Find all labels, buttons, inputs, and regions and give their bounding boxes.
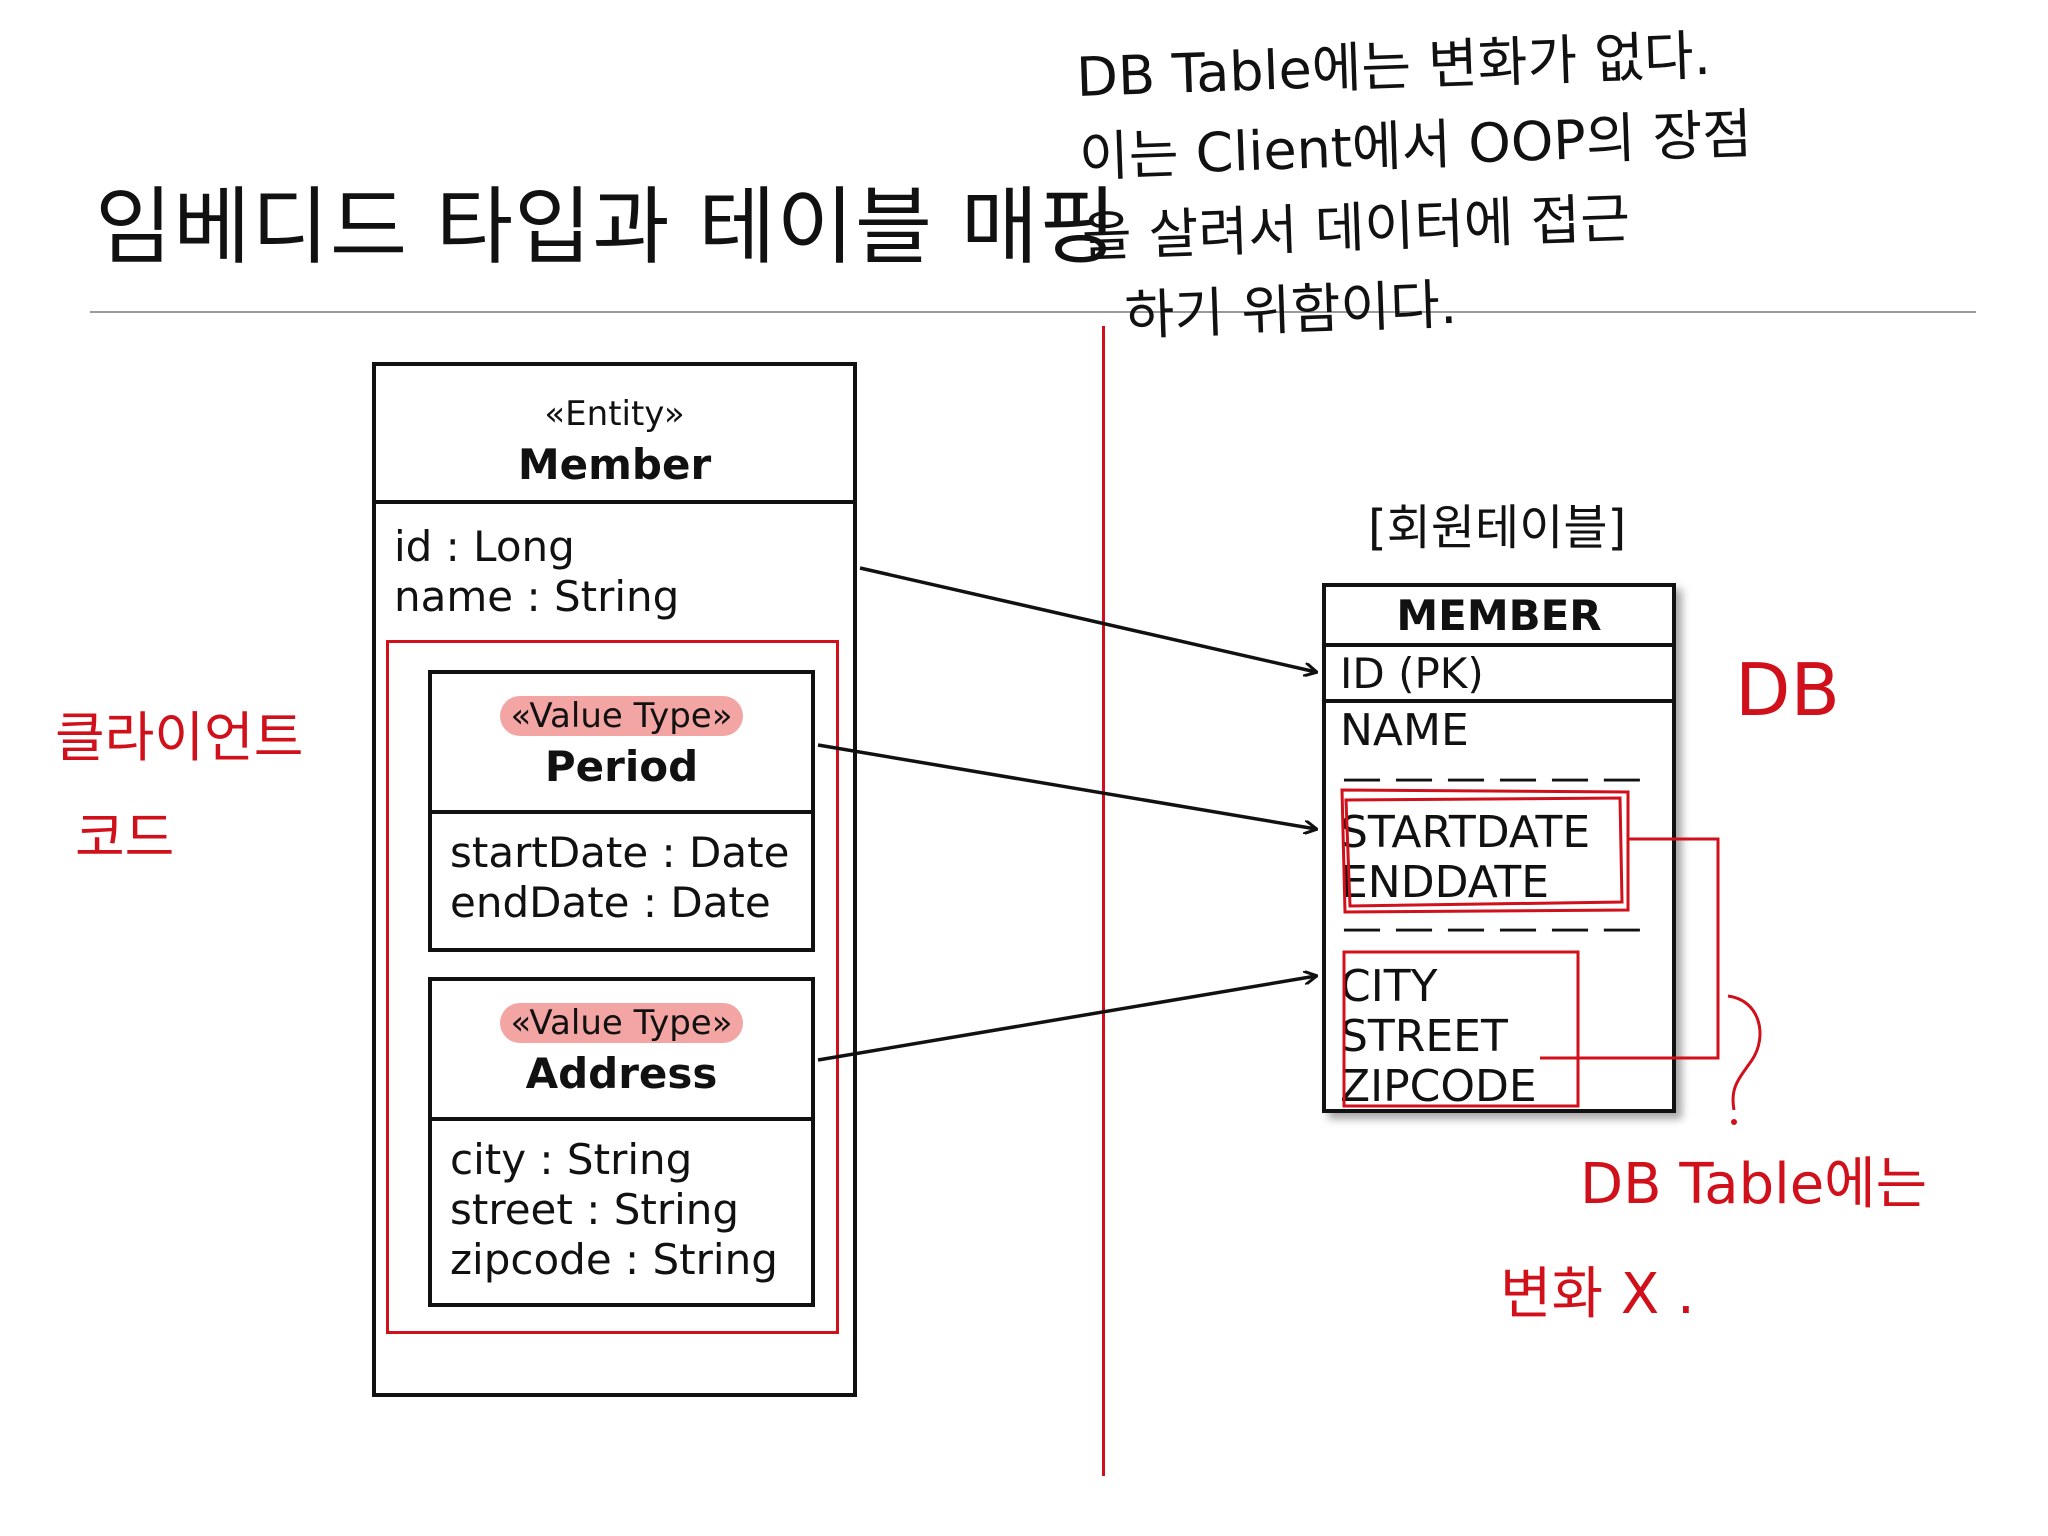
table-pk-column: ID (PK) xyxy=(1326,647,1672,703)
entity-name: Member xyxy=(517,440,712,489)
entity-stereotype: «Entity» xyxy=(544,394,685,434)
period-value-type: «Value Type» Period startDate : Date end… xyxy=(428,670,815,952)
address-attributes: city : String street : String zipcode : … xyxy=(450,1135,778,1285)
mapping-arrow-member xyxy=(859,566,1316,672)
period-attribute: startDate : Date xyxy=(450,828,790,877)
period-name: Period xyxy=(544,742,699,791)
table-column: ENDDATE xyxy=(1340,857,1550,908)
period-attribute: endDate : Date xyxy=(450,878,771,927)
red-divider-line xyxy=(1102,326,1105,1476)
db-note-line: DB Table에는 xyxy=(1580,1152,1928,1217)
period-attributes: startDate : Date endDate : Date xyxy=(450,828,789,928)
db-label: DB xyxy=(1735,648,1840,732)
db-note-line: 변화 X . xyxy=(1500,1262,1695,1327)
table-column: STREET xyxy=(1340,1011,1508,1062)
address-columns-highlight xyxy=(1342,950,1580,1108)
entity-header: «Entity» Member xyxy=(376,366,853,504)
address-header: «Value Type» Address xyxy=(432,981,811,1121)
period-stereotype: «Value Type» xyxy=(500,696,743,736)
db-note: DB Table에는 변화 X . xyxy=(1500,1130,1928,1350)
address-name: Address xyxy=(525,1049,718,1098)
member-entity: «Entity» Member id : Long name : String xyxy=(372,362,857,1397)
page-title: 임베디드 타입과 테이블 매핑 xyxy=(95,178,1118,276)
address-attribute: zipcode : String xyxy=(450,1235,778,1284)
client-code-box xyxy=(386,640,839,1334)
client-code-label: 클라이언트 코드 xyxy=(55,688,303,888)
address-stereotype: «Value Type» xyxy=(500,1003,743,1043)
entity-attributes: id : Long name : String xyxy=(394,522,679,622)
address-attribute: city : String xyxy=(450,1135,693,1184)
period-columns-highlight xyxy=(1340,788,1630,914)
table-caption: [회원테이블] xyxy=(1368,500,1627,556)
grouping-bracket xyxy=(1540,837,1720,1060)
table-column: ZIPCODE xyxy=(1340,1061,1537,1112)
entity-attribute: name : String xyxy=(394,572,680,621)
mapping-arrow-period xyxy=(817,743,1316,829)
client-label-line: 클라이언트 xyxy=(55,706,304,769)
question-mark-dot xyxy=(1731,1119,1737,1125)
title-divider xyxy=(90,311,1976,313)
table-name: MEMBER xyxy=(1326,587,1672,647)
question-mark-stroke xyxy=(1727,994,1762,1111)
table-column: CITY xyxy=(1340,961,1438,1012)
address-attribute: street : String xyxy=(450,1185,740,1234)
entity-attribute: id : Long xyxy=(394,522,575,571)
table-column: NAME xyxy=(1340,705,1469,756)
client-label-line: 코드 xyxy=(75,806,175,869)
table-separator: — — — — — — xyxy=(1342,755,1646,801)
table-column: STARTDATE xyxy=(1340,807,1591,858)
mapping-arrow-address xyxy=(817,976,1316,1062)
member-table: MEMBER ID (PK) NAME — — — — — — STARTDAT… xyxy=(1322,583,1676,1113)
address-value-type: «Value Type» Address city : String stree… xyxy=(428,977,815,1307)
period-header: «Value Type» Period xyxy=(432,674,811,814)
